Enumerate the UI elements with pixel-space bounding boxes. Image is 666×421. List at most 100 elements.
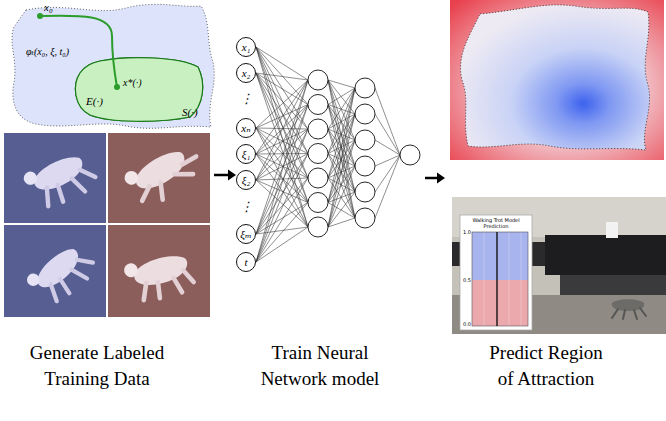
network-weight: [256, 105, 308, 129]
network-weight: [256, 154, 308, 235]
point-label: x*(·): [123, 77, 157, 89]
robot-figure: [123, 262, 140, 279]
network-weight: [256, 180, 308, 227]
neuron-label: x₂: [242, 67, 251, 79]
network-weight: [256, 154, 308, 178]
point-label: x₀: [44, 2, 64, 13]
step-caption: Predict Region of Attraction: [481, 340, 611, 392]
network-weight: [328, 166, 355, 178]
robot-photo: [452, 242, 545, 266]
network-weight: [256, 203, 308, 263]
robot-figure: [24, 271, 42, 289]
step-caption: Generate Labeled Training Data: [4, 340, 190, 392]
network-weight: [328, 88, 355, 227]
neuron-label: ξ₁: [242, 148, 251, 160]
flow-arrow: [425, 173, 445, 184]
neural-network: [256, 47, 420, 262]
hidden-neuron: [308, 95, 328, 115]
network-weight: [328, 140, 355, 154]
hidden-neuron: [308, 144, 328, 164]
ellipsis: ⋮: [240, 198, 252, 216]
neuron-label: x₁: [242, 41, 251, 53]
flow-arrow: [214, 174, 229, 177]
robot-figure: [130, 146, 190, 195]
trajectory: [37, 13, 43, 19]
hidden-neuron: [308, 193, 328, 213]
ellipsis: ⋮: [240, 198, 252, 216]
network-weight: [328, 129, 355, 166]
network-weight: [328, 166, 355, 227]
network-weight: [256, 73, 308, 203]
input-neuron: t: [236, 252, 256, 272]
network-weight: [256, 47, 308, 129]
step-caption: Train Neural Network model: [255, 340, 385, 392]
tick-label: 0.0: [461, 321, 471, 327]
network-weight: [328, 88, 355, 178]
network-weight: [328, 114, 355, 154]
flow-arrow: [214, 170, 236, 181]
network-weight: [328, 88, 355, 129]
network-weight: [256, 105, 308, 181]
network-weight: [256, 128, 308, 227]
network-weight: [256, 129, 308, 180]
robot-figure: [139, 269, 195, 303]
network-weight: [256, 154, 308, 181]
step-caption: Train Neural Network model: [255, 340, 385, 392]
flow-label: φₜ(x₀, ξ, t₀): [26, 46, 98, 58]
hidden-neuron: [355, 130, 375, 150]
simulation-grid: [108, 225, 210, 317]
input-neuron: x₂: [236, 63, 256, 83]
network-weight: [375, 155, 400, 166]
robot-figure: [612, 299, 645, 311]
robot-figure: [136, 156, 206, 208]
tick-label: 0.5: [461, 277, 471, 283]
network-weight: [328, 129, 355, 218]
network-weight: [256, 154, 308, 227]
prediction-inset: [484, 232, 521, 326]
network-weight: [375, 155, 400, 218]
chart-title: Walking Trot Model Prediction: [461, 217, 531, 229]
network-weight: [256, 47, 308, 154]
network-weight: [375, 88, 400, 155]
network-weight: [328, 80, 355, 114]
flow-label: φₜ(x₀, ξ, t₀): [26, 46, 98, 58]
region-outline: [75, 58, 202, 122]
network-weight: [256, 80, 308, 180]
neuron-label: ξₘ: [240, 228, 251, 240]
neuron-label: xₙ: [241, 122, 250, 134]
robot-figure: [30, 152, 88, 196]
robot-figure: [22, 169, 40, 187]
point-label: x₀: [44, 2, 64, 13]
input-neuron: ξ₂: [236, 170, 256, 190]
heatmap: [450, 0, 664, 160]
network-weight: [256, 73, 308, 178]
network-weight: [256, 129, 308, 154]
network-weight: [256, 105, 308, 155]
network-weight: [256, 129, 308, 234]
robot-photo: [452, 197, 666, 237]
hidden-neuron: [355, 182, 375, 202]
network-weight: [256, 128, 308, 178]
flow-arrow: [228, 170, 236, 181]
input-neuron: xₙ: [236, 118, 256, 138]
network-weight: [256, 178, 308, 262]
robot-figure: [40, 165, 99, 208]
robot-photo: [606, 222, 618, 238]
hidden-neuron: [355, 208, 375, 228]
network-weight: [256, 154, 308, 203]
flow-arrow: [425, 177, 438, 180]
network-weight: [328, 105, 355, 193]
robot-photo: [545, 235, 666, 275]
robot-photo: [452, 295, 666, 334]
network-weight: [256, 129, 308, 262]
network-weight: [328, 129, 355, 140]
network-weight: [328, 154, 355, 167]
network-weight: [328, 154, 355, 219]
heatmap: [450, 0, 664, 160]
network-weight: [256, 47, 308, 178]
hidden-neuron: [400, 145, 420, 165]
network-weight: [375, 140, 400, 155]
network-weight: [328, 203, 355, 219]
neuron-label: ξ₂: [242, 174, 251, 186]
robot-photo: [452, 197, 666, 334]
